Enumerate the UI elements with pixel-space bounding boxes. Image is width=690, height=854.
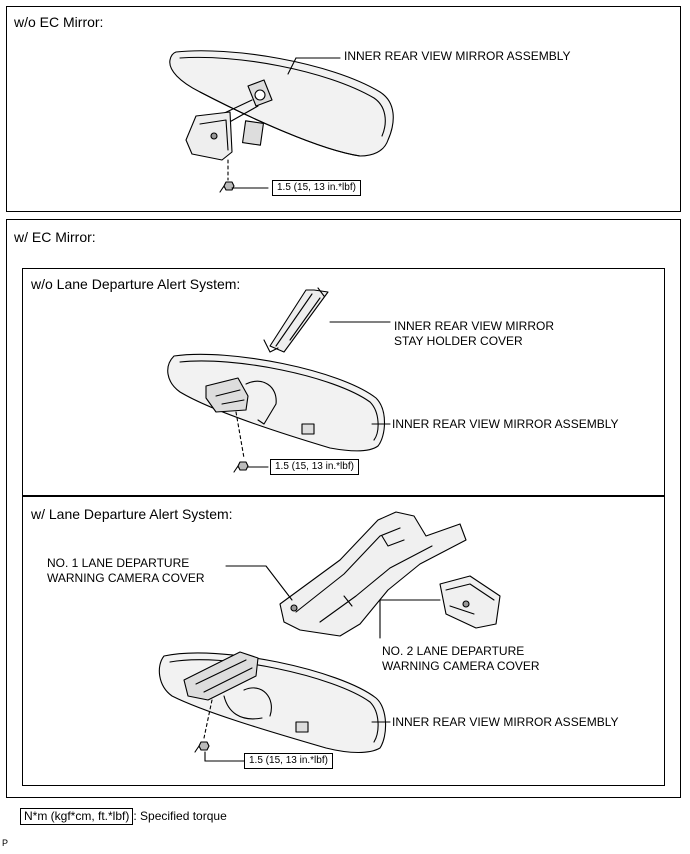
bolt-3-drawing <box>194 741 210 753</box>
stay-holder-cover-label-line2: STAY HOLDER COVER <box>394 334 523 348</box>
mirror-assembly-label-3: INNER REAR VIEW MIRROR ASSEMBLY <box>392 715 619 729</box>
camera-cover-2-label-line2: WARNING CAMERA COVER <box>382 659 540 673</box>
torque-unit-box: N*m (kgf*cm, ft.*lbf) <box>20 808 134 825</box>
bolt-2-drawing <box>233 461 249 473</box>
camera-cover-2-drawing <box>439 575 501 629</box>
section-title-with-ec: w/ EC Mirror: <box>14 229 96 245</box>
section-with-ec-mirror <box>6 219 681 798</box>
torque-spec-box-2: 1.5 (15, 13 in.*lbf) <box>270 459 359 475</box>
camera-cover-1-drawing <box>279 511 467 637</box>
camera-cover-1-label-line1: NO. 1 LANE DEPARTURE <box>47 556 190 570</box>
mirror-stay-drawing <box>185 79 273 161</box>
camera-cover-2-label-line1: NO. 2 LANE DEPARTURE <box>382 644 525 658</box>
subsection-with-lane-departure <box>22 496 665 786</box>
mirror-assembly-3-drawing <box>158 651 387 754</box>
page-id: P <box>2 838 9 848</box>
section-title-without-ec: w/o EC Mirror: <box>14 14 104 30</box>
torque-legend: N*m (kgf*cm, ft.*lbf): Specified torque <box>20 808 227 825</box>
subsection-title-without-lda: w/o Lane Departure Alert System: <box>31 276 241 292</box>
camera-cover-1-label-line2: WARNING CAMERA COVER <box>47 571 205 585</box>
subsection-without-lane-departure <box>22 268 665 496</box>
subsection-title-with-lda: w/ Lane Departure Alert System: <box>31 506 233 522</box>
torque-spec-box-3: 1.5 (15, 13 in.*lbf) <box>244 753 333 769</box>
mirror-assembly-label: INNER REAR VIEW MIRROR ASSEMBLY <box>344 49 571 63</box>
torque-spec-box: 1.5 (15, 13 in.*lbf) <box>272 180 361 196</box>
stay-holder-cover-label-line1: INNER REAR VIEW MIRROR <box>394 319 555 333</box>
torque-legend-text: : Specified torque <box>133 809 227 823</box>
section-without-ec-mirror <box>6 6 681 212</box>
mirror-assembly-2-drawing <box>167 353 386 452</box>
stay-holder-cover-drawing <box>263 287 329 353</box>
mirror-assembly-label-2: INNER REAR VIEW MIRROR ASSEMBLY <box>392 417 619 431</box>
bolt-drawing <box>219 181 235 193</box>
mirror-assembly-drawing <box>169 50 394 157</box>
